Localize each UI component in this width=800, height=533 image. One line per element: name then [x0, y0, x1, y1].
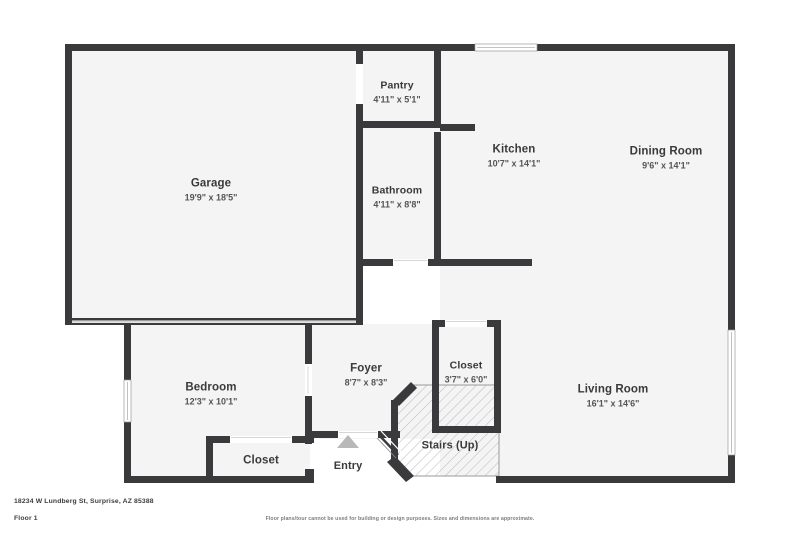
wall-hall-closet-bottom — [432, 426, 501, 433]
bedroom-closet-fill — [212, 440, 310, 476]
windows — [123, 43, 736, 456]
garage-overhead-door — [72, 320, 356, 323]
door-bedroom-closet — [230, 436, 292, 443]
wall-stairs-diagonal-lower — [387, 456, 414, 482]
floor-label: Floor 1 — [14, 515, 38, 522]
wall-pantry-right — [434, 44, 441, 128]
wall-hall-closet-top-left — [432, 320, 445, 327]
wall-right-upper — [728, 44, 735, 312]
door-hall-closet — [445, 320, 487, 327]
wall-bedroom-closet-left — [206, 436, 213, 480]
wall-foyer-left-lower — [305, 396, 312, 444]
wall-hall-closet-left — [432, 320, 439, 432]
wall-bedroom-closet-top-right — [292, 436, 314, 443]
door-entry — [338, 431, 378, 438]
wall-right-lower — [728, 455, 735, 483]
pantry-fill — [362, 47, 440, 126]
wall-bottom-left — [124, 476, 314, 483]
wall-entry-right — [378, 431, 400, 438]
bathroom-fill — [362, 126, 440, 265]
wall-top-left — [65, 44, 475, 51]
wall-bedroom-closet-top-left — [206, 436, 230, 443]
wall-hall-closet-right — [494, 320, 501, 432]
wall-bathroom-right — [434, 132, 441, 265]
wall-kitchen-counter-stub — [440, 124, 475, 131]
wall-bathroom-bottom-left — [362, 259, 394, 266]
door-foyer-bedroom — [305, 364, 312, 396]
wall-stairs-diagonal-upper — [393, 382, 417, 406]
property-address: 18234 W Lundberg St, Surprise, AZ 85388 — [14, 498, 154, 505]
wall-bottom-left-corner — [305, 469, 314, 483]
garage-fill — [68, 47, 356, 324]
disclaimer-text: Floor plans/tour cannot be used for buil… — [265, 516, 535, 522]
wall-bedroom-left-lower — [124, 422, 131, 483]
wall-pantry-bottom — [362, 121, 440, 128]
entry-arrow-icon — [337, 435, 359, 448]
wall-hall-kitchen-divider — [441, 259, 532, 266]
wall-garage-right — [356, 44, 363, 325]
wall-top-right — [537, 44, 735, 51]
wall-bottom-right — [496, 476, 735, 483]
wall-garage-left — [65, 44, 72, 325]
kitchen-dining-fill — [440, 47, 732, 265]
wall-hall-closet-top-right — [487, 320, 501, 327]
door-openings — [230, 64, 487, 443]
wall-foyer-left-upper — [305, 324, 312, 364]
door-bathroom — [393, 259, 428, 266]
wall-bedroom-left-upper — [124, 324, 131, 380]
wall-right-window-jamb-top — [728, 312, 735, 330]
entry-door-swing — [375, 430, 402, 459]
door-pantry — [356, 64, 363, 104]
wall-stairs-left — [391, 400, 398, 462]
wall-entry-left — [312, 431, 338, 438]
wall-bathroom-bottom-right — [427, 259, 441, 266]
